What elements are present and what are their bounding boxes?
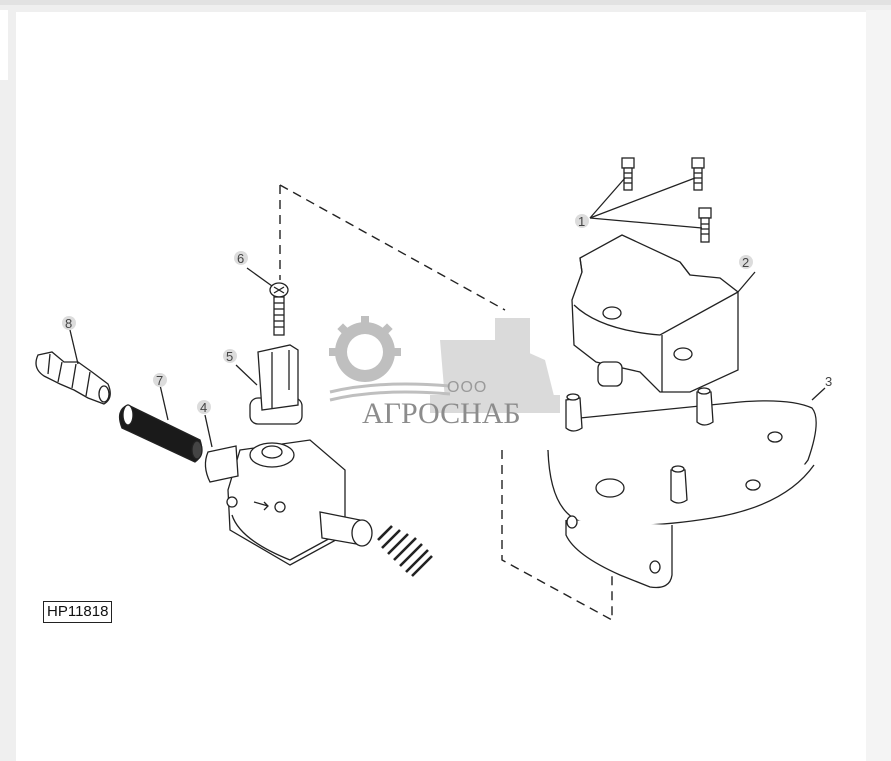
gear-icon bbox=[329, 316, 401, 382]
svg-text:4: 4 bbox=[200, 400, 207, 415]
svg-text:7: 7 bbox=[156, 373, 163, 388]
svg-text:8: 8 bbox=[65, 316, 72, 331]
callout-5: 5 bbox=[223, 349, 237, 364]
callout-4: 4 bbox=[197, 400, 211, 415]
callout-2: 2 bbox=[739, 255, 753, 270]
svg-text:5: 5 bbox=[226, 349, 233, 364]
assembly-guide-lines bbox=[279, 184, 613, 622]
left-panel-edge bbox=[0, 10, 8, 80]
callout-1: 1 bbox=[575, 214, 589, 229]
mounting-block bbox=[571, 234, 756, 393]
sensor-housing bbox=[204, 414, 373, 566]
outlet-hose bbox=[377, 525, 433, 577]
watermark-prefix: ООО bbox=[447, 379, 487, 396]
watermark-logo bbox=[329, 316, 560, 413]
connector-clip bbox=[235, 344, 303, 425]
combine-harvester-icon bbox=[430, 318, 560, 413]
hose bbox=[118, 384, 203, 463]
svg-text:1: 1 bbox=[578, 214, 585, 229]
callout-8: 8 bbox=[62, 316, 76, 331]
figure-id-label: HP11818 bbox=[43, 601, 113, 623]
svg-text:3: 3 bbox=[825, 374, 832, 389]
callout-7: 7 bbox=[153, 373, 167, 388]
right-scroll-gutter[interactable] bbox=[866, 10, 891, 761]
bolt-group bbox=[589, 157, 712, 243]
callout-3: 3 bbox=[825, 374, 832, 389]
hose-fitting bbox=[35, 329, 111, 405]
top-bar bbox=[0, 0, 891, 5]
svg-text:2: 2 bbox=[742, 255, 749, 270]
callout-6: 6 bbox=[234, 251, 248, 266]
bracket-plate bbox=[547, 387, 826, 589]
watermark-brand: АГРОСНАБ bbox=[362, 397, 521, 430]
screw bbox=[246, 267, 289, 336]
svg-text:6: 6 bbox=[237, 251, 244, 266]
callout-badges: 1 2 3 4 5 6 7 8 bbox=[62, 214, 832, 415]
